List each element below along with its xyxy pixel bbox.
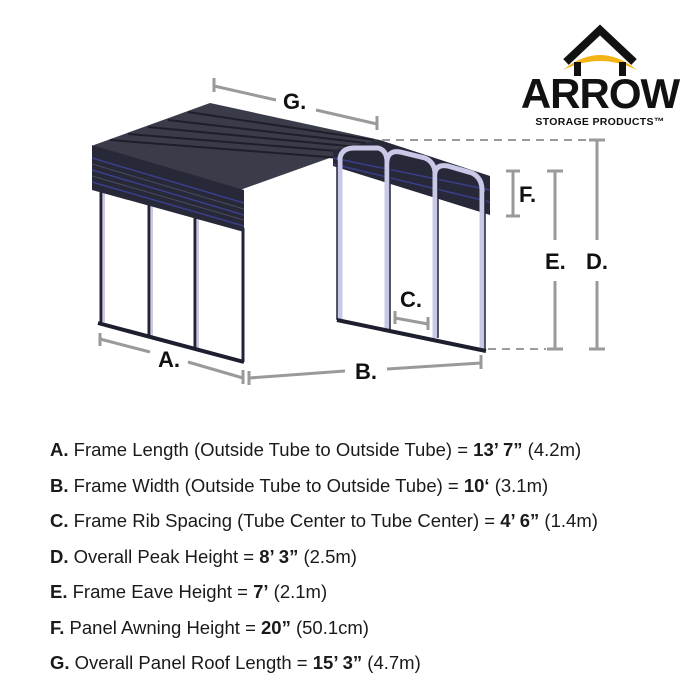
label-f: F. [519, 182, 536, 207]
dimension-letter: C. [50, 510, 69, 531]
dimension-label: Frame Length (Outside Tube to Outside Tu… [68, 439, 474, 460]
dimension-label: Frame Rib Spacing (Tube Center to Tube C… [68, 510, 501, 531]
brand-name: ARROW [520, 70, 680, 117]
dimension-value: 15’ 3” [312, 652, 363, 673]
dimension-metric: (2.1m) [268, 581, 328, 602]
dimension-metric: (4.2m) [522, 439, 582, 460]
dimension-letter: G. [50, 652, 70, 673]
dimension-item-b: B. Frame Width (Outside Tube to Outside … [50, 472, 690, 508]
left-frame-posts [99, 190, 245, 362]
dimension-letter: B. [50, 474, 69, 496]
left-base-rail [97, 321, 245, 364]
dimension-list: A. Frame Length (Outside Tube to Outside… [50, 436, 690, 685]
dimension-metric: (1.4m) [539, 510, 598, 531]
dimension-item-a: A. Frame Length (Outside Tube to Outside… [50, 436, 690, 472]
house-roof-icon [563, 24, 637, 76]
label-g: G. [283, 89, 306, 114]
dimension-metric: (50.1cm) [290, 616, 369, 638]
label-a: A. [158, 347, 180, 372]
dimension-value: 8’ 3” [259, 545, 299, 567]
label-e: E. [545, 249, 566, 274]
dimension-value: 13’ 7” [473, 439, 523, 460]
brand-tagline: STORAGE PRODUCTS™ [535, 116, 665, 128]
dimension-item-g: G. Overall Panel Roof Length = 15’ 3” (4… [50, 649, 690, 685]
dimension-metric: (4.7m) [362, 652, 421, 673]
label-c: C. [400, 287, 422, 312]
dimension-label: Overall Panel Roof Length = [69, 652, 313, 673]
dimension-letter: A. [50, 439, 69, 460]
dimension-value: 10‘ [463, 474, 490, 496]
right-base-rail [336, 318, 487, 353]
dimension-item-d: D. Overall Peak Height = 8’ 3” (2.5m) [50, 543, 690, 579]
dimension-value: 20” [261, 616, 291, 638]
dimension-value: 4’ 6” [500, 510, 540, 531]
rear-frame-arches [337, 145, 485, 350]
dimension-label: Frame Eave Height = [67, 581, 254, 602]
dimension-label: Frame Width (Outside Tube to Outside Tub… [68, 474, 464, 496]
carport-diagram: G. A. B. C. F. E. D. [91, 78, 608, 385]
dimension-metric: (3.1m) [489, 474, 549, 496]
dimension-label: Panel Awning Height = [64, 616, 262, 638]
dimension-label: Overall Peak Height = [68, 545, 260, 567]
dimension-item-f: F. Panel Awning Height = 20” (50.1cm) [50, 614, 690, 650]
dimension-value: 7’ [253, 581, 269, 602]
dimension-letter: F. [50, 616, 65, 638]
dimension-metric: (2.5m) [298, 545, 357, 567]
dimension-item-e: E. Frame Eave Height = 7’ (2.1m) [50, 578, 690, 614]
label-b: B. [355, 359, 377, 384]
arrow-logo: ARROW STORAGE PRODUCTS™ [520, 22, 680, 132]
label-d: D. [586, 249, 608, 274]
dimension-letter: E. [50, 581, 68, 602]
dimension-item-c: C. Frame Rib Spacing (Tube Center to Tub… [50, 507, 690, 543]
dimension-letter: D. [50, 545, 69, 567]
